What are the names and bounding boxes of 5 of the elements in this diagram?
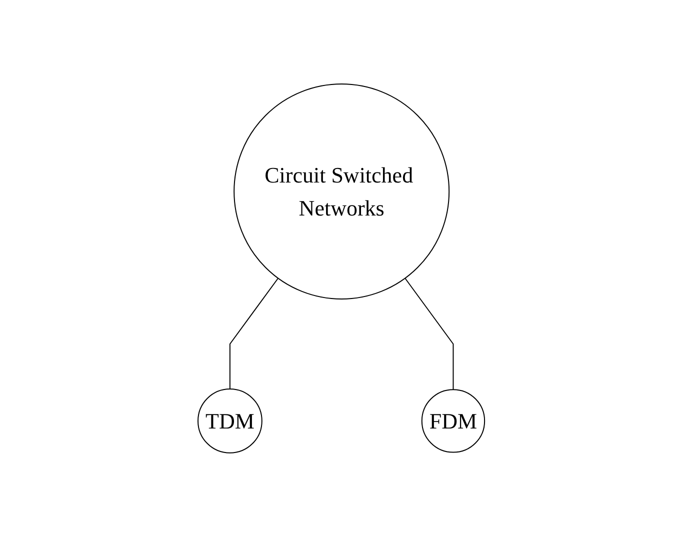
connector	[404, 278, 454, 390]
node-circle: FDM	[421, 389, 485, 453]
node-circle: Circuit Switched Networks	[233, 84, 450, 300]
connector	[229, 278, 278, 390]
node-circle: TDM	[197, 388, 262, 454]
